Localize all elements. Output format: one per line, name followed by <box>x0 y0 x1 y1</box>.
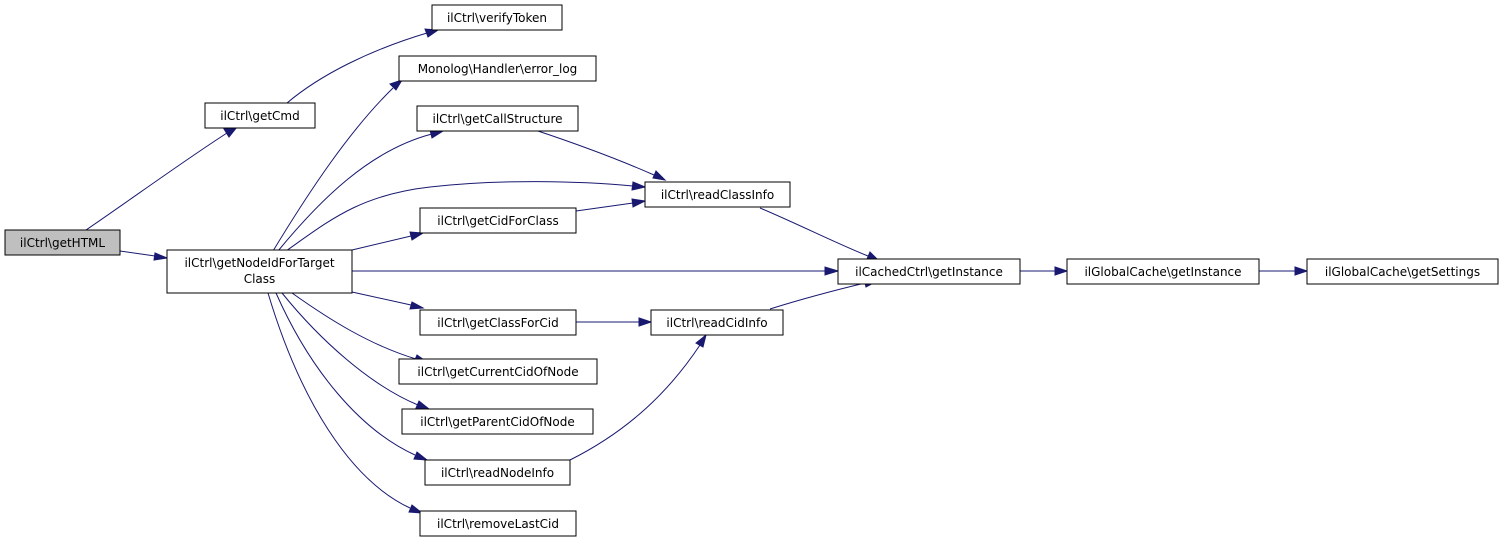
edge-getClassForCid-readCidInfo <box>576 317 653 327</box>
node-getCurrentCidOfNode[interactable]: ilCtrl\getCurrentCidOfNode <box>398 358 598 385</box>
edge-gnit-error_log <box>272 79 404 252</box>
node-label: ilCtrl\readNodeInfo <box>441 466 554 480</box>
node-getCmd[interactable]: ilCtrl\getCmd <box>204 102 316 129</box>
node-getCidForClass[interactable]: ilCtrl\getCidForClass <box>419 207 577 234</box>
edge-cachedGetInstance-globalGetInstance <box>1020 266 1069 276</box>
edge-gnit-getClassForCid <box>351 291 425 310</box>
node-readNodeInfo[interactable]: ilCtrl\readNodeInfo <box>424 459 571 486</box>
node-getParentCidOfNode[interactable]: ilCtrl\getParentCidOfNode <box>401 408 594 435</box>
node-removeLastCid[interactable]: ilCtrl\removeLastCid <box>419 510 577 537</box>
node-getClassForCid[interactable]: ilCtrl\getClassForCid <box>419 309 577 336</box>
node-label: ilCtrl\readCidInfo <box>666 316 767 330</box>
node-readCidInfo[interactable]: ilCtrl\readCidInfo <box>650 309 784 336</box>
edge-readClassInfo-cachedGetInstance <box>759 207 881 262</box>
node-getCallStructure[interactable]: ilCtrl\getCallStructure <box>416 105 579 132</box>
edge-readNodeInfo-readCidInfo <box>569 333 707 461</box>
edge-getCallStructure-readClassInfo <box>534 129 667 181</box>
node-label: ilCachedCtrl\getInstance <box>855 265 1003 279</box>
edge-getHTML-getCmd <box>85 126 239 231</box>
edge-gnit-getCidForClass <box>351 231 425 251</box>
node-label: ilCtrl\getParentCidOfNode <box>420 415 575 429</box>
node-label: ilCtrl\getCmd <box>220 109 299 123</box>
node-error_log[interactable]: Monolog\Handler\error_log <box>398 55 597 82</box>
node-label: ilGlobalCache\getInstance <box>1084 265 1241 279</box>
node-getSettings[interactable]: ilGlobalCache\getSettings <box>1306 258 1499 285</box>
node-globalGetInstance[interactable]: ilGlobalCache\getInstance <box>1066 258 1260 285</box>
edges <box>85 28 1309 514</box>
node-label: ilCtrl\getClassForCid <box>437 316 558 330</box>
node-label-line2: Class <box>244 272 276 286</box>
node-label: ilCtrl\verifyToken <box>447 11 547 25</box>
node-label: Monolog\Handler\error_log <box>418 62 578 76</box>
node-label: ilGlobalCache\getSettings <box>1325 265 1480 279</box>
edge-globalGetInstance-getSettings <box>1259 266 1309 276</box>
edge-gnit-cachedGetInstance <box>352 266 840 276</box>
edge-gnit-readClassInfo <box>285 181 647 252</box>
node-getNodeIdForTargetClass[interactable]: ilCtrl\getNodeIdForTarget Class <box>166 249 353 294</box>
node-verifyToken[interactable]: ilCtrl\verifyToken <box>431 4 563 31</box>
node-getHTML[interactable]: ilCtrl\getHTML <box>4 229 121 256</box>
node-label-line1: ilCtrl\getNodeIdForTarget <box>184 256 334 270</box>
edge-getHTML-getNodeIdForTargetClass <box>119 250 169 261</box>
node-label: ilCtrl\getHTML <box>20 236 105 250</box>
edge-gnit-getParentCidOfNode <box>281 292 431 410</box>
node-label: ilCtrl\removeLastCid <box>437 517 559 531</box>
node-label: ilCtrl\getCallStructure <box>433 112 563 126</box>
node-cachedGetInstance[interactable]: ilCachedCtrl\getInstance <box>837 258 1021 285</box>
node-label: ilCtrl\getCidForClass <box>437 214 558 228</box>
edge-gnit-removeLastCid <box>267 292 424 514</box>
nodes: ilCtrl\getHTML ilCtrl\getCmd ilCtrl\veri… <box>4 4 1499 537</box>
node-label: ilCtrl\getCurrentCidOfNode <box>417 365 578 379</box>
node-label: ilCtrl\readClassInfo <box>661 188 774 202</box>
node-readClassInfo[interactable]: ilCtrl\readClassInfo <box>644 181 791 208</box>
edge-gnit-readNodeInfo <box>275 292 429 461</box>
edge-getCidForClass-readClassInfo <box>575 198 647 212</box>
